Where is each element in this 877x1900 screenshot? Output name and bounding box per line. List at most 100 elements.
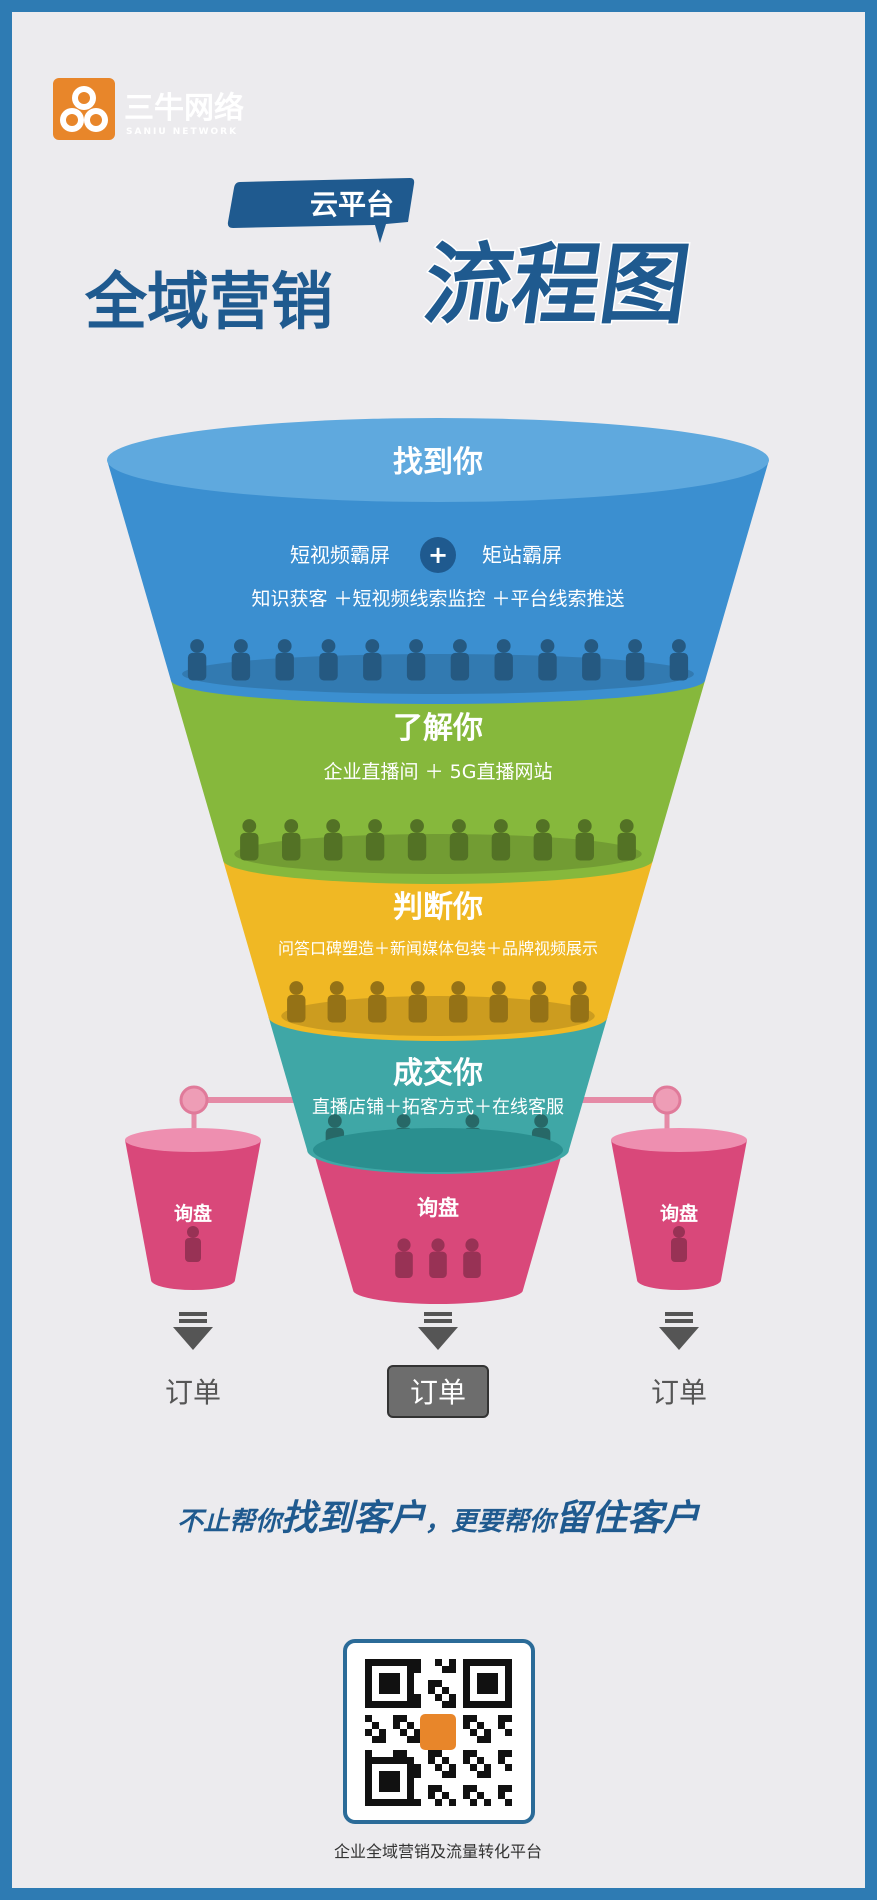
title-badge-bubble [227,178,415,243]
qr-module [428,1687,435,1694]
funnel-stage-3 [223,860,653,1041]
qr-module [477,1736,484,1743]
person-icon [489,981,508,1023]
person-icon [187,639,207,681]
qr-module [498,1715,505,1722]
person-icon [449,819,469,861]
qr-module [498,1792,505,1799]
person-body [408,994,427,1023]
person-head [396,1114,411,1128]
qr-module [386,1799,393,1806]
qr-module [414,1736,421,1743]
qr-module [449,1771,456,1778]
person-head [397,1238,411,1252]
qr-module [386,1778,393,1785]
qr-module [463,1785,470,1792]
plus-icon [420,537,456,573]
arrow-head [659,1327,699,1350]
person-body [491,832,511,861]
person-body [406,652,426,681]
side-funnel-bottom [151,1270,235,1290]
stage-shadow [281,996,595,1036]
qr-module [379,1673,386,1680]
qr-module [407,1771,414,1778]
slogan-part-4: 留住客户 [555,1498,701,1539]
person-head [452,819,466,833]
qr-module [365,1778,372,1785]
slogan-part-1: 不止帮你 [177,1507,285,1537]
qr-module [498,1757,505,1764]
qr-module [393,1722,400,1729]
title-main: 全域营销 [84,265,333,338]
order-right: 订单 [651,1376,707,1409]
person-body [449,994,468,1023]
qr-module [463,1659,470,1666]
connector-node-left [179,1085,209,1115]
qr-module [505,1673,512,1680]
qr-module [435,1680,442,1687]
person-icon [429,1238,447,1278]
qr-module [470,1715,477,1722]
qr-module [463,1792,470,1799]
person-head [234,639,248,653]
arrow-bar [179,1312,207,1316]
qr-module [365,1750,372,1757]
funnel-top-rim [107,418,769,502]
connector-node-right [652,1085,682,1115]
person-body [538,652,557,681]
qr-module [484,1687,491,1694]
qr-module [477,1792,484,1799]
person-body [407,832,427,861]
title-emphasis: 流程图 [418,233,696,335]
person-head [672,639,686,653]
qr-module [428,1757,435,1764]
person-head [496,639,511,653]
qr-module [435,1659,442,1666]
arrow-bar [424,1319,452,1323]
person-body [669,652,689,681]
qr-module [372,1701,379,1708]
person-body [489,994,508,1023]
qr-module [407,1694,414,1701]
qr-module [386,1785,393,1792]
qr-module [414,1666,421,1673]
person-body [494,652,513,681]
stage-2-line-1: 企业直播间 ＋ 5G直播网站 [324,761,553,783]
person-head [277,639,292,653]
qr-module [393,1757,400,1764]
qr-module [491,1701,498,1708]
stage-3-title: 判断你 [393,890,483,925]
slogan: 不止帮你找到客户，更要帮你留住客户 [177,1498,701,1539]
side-funnel-top [125,1128,261,1152]
person-icon [282,819,301,861]
qr-module [484,1771,491,1778]
arrow-bar [179,1319,207,1323]
qr-module [505,1729,512,1736]
person-icon [185,1226,201,1262]
qr-module [470,1659,477,1666]
qr-module [463,1666,470,1673]
person-icon [671,1226,687,1262]
person-body [282,832,301,861]
down-arrow-icon [173,1312,213,1350]
qr-module [372,1736,379,1743]
qr-module [484,1729,491,1736]
order-center-box [387,1365,489,1418]
person-body [671,1238,687,1262]
qr-module [470,1764,477,1771]
person-head [284,819,299,833]
qr-module [449,1659,456,1666]
person-head [289,981,304,995]
qr-module [365,1764,372,1771]
qr-module [365,1757,372,1764]
person-body [187,652,207,681]
person-icon [407,819,427,861]
qr-module [435,1764,442,1771]
person-icon [231,639,251,681]
person-head [584,639,599,653]
person-icon [491,819,511,861]
side-funnel-right [611,1128,747,1290]
order-arrows [173,1312,699,1350]
qr-module [407,1687,414,1694]
person-head [451,981,466,995]
